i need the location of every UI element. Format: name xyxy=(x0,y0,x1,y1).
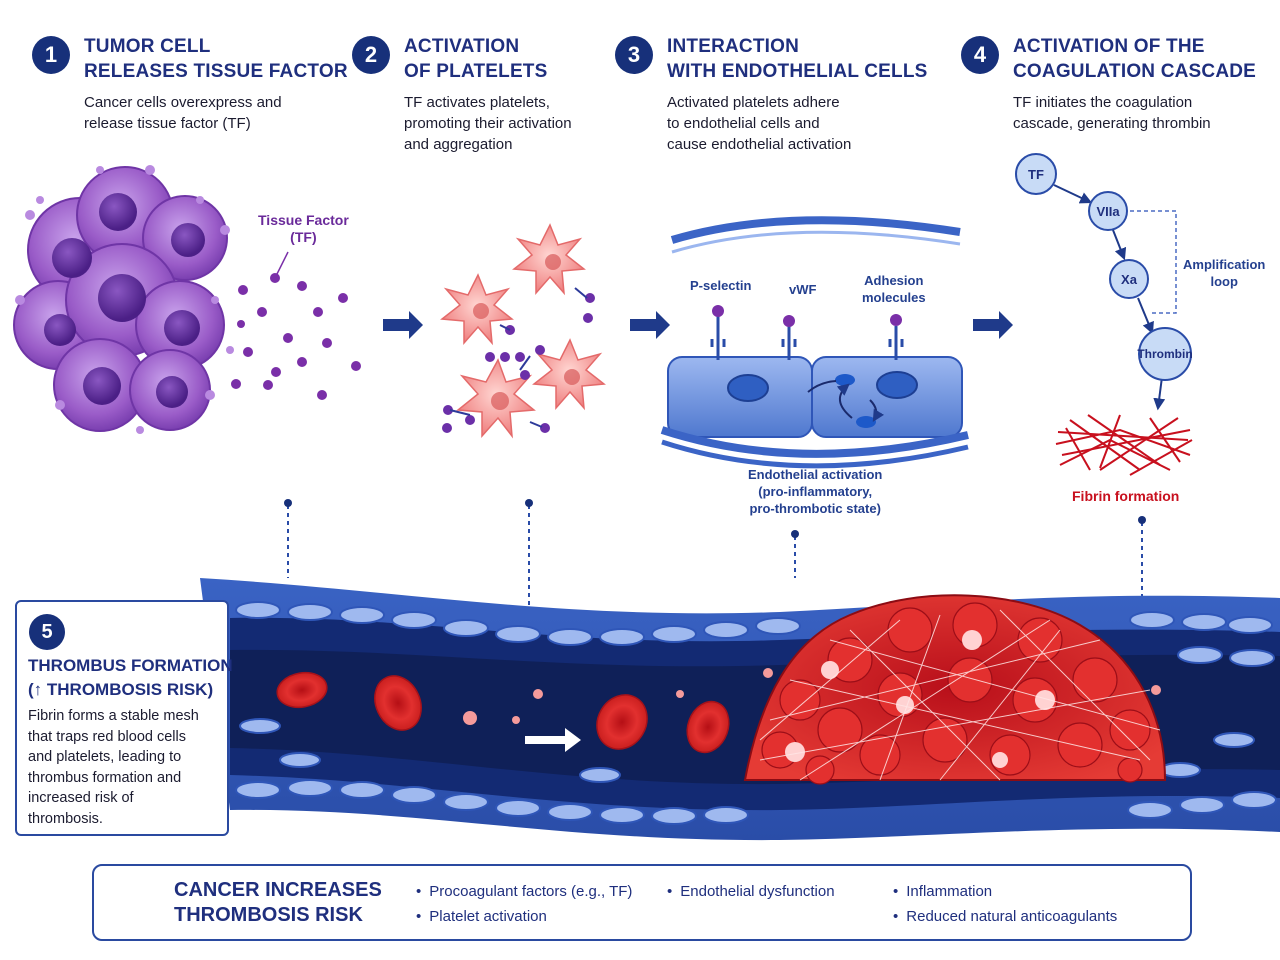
summary-bullet: Inflammation xyxy=(893,883,992,900)
step-description: TF activates platelets, promoting their … xyxy=(404,94,572,153)
step-5-panel: 5 THROMBUS FORMATION (↑ THROMBOSIS RISK)… xyxy=(15,600,233,836)
endothelial-activation-label: Endothelial activation (pro-inflammatory… xyxy=(748,467,883,516)
summary-bullet: Platelet activation xyxy=(416,908,547,925)
step-title: ACTIVATION OF PLATELETS xyxy=(404,36,548,82)
step-number: 3 xyxy=(615,36,653,74)
arrow-right-icon xyxy=(525,728,581,752)
vwf-label: vWF xyxy=(789,282,817,297)
activated-platelets xyxy=(440,223,606,439)
step-number: 5 xyxy=(29,614,65,650)
vessel-endothelial-cells xyxy=(235,601,1277,825)
endothelial-layer xyxy=(660,216,969,469)
arrow-right-icon xyxy=(630,311,670,339)
step-number: 1 xyxy=(32,36,70,74)
coagulation-cascade xyxy=(1015,153,1192,411)
summary-bullet: Procoagulant factors (e.g., TF) xyxy=(416,883,632,900)
cascade-node-viia: VIIa xyxy=(1096,204,1120,219)
red-blood-cells xyxy=(276,671,730,754)
cascade-node-xa: Xa xyxy=(1121,272,1137,287)
summary-title: CANCER INCREASES THROMBOSIS RISK xyxy=(174,879,382,926)
step-description: TF initiates the coagulation cascade, ge… xyxy=(1013,94,1211,132)
p-selectin-label: P-selectin xyxy=(690,278,752,293)
summary-panel: CANCER INCREASES THROMBOSIS RISK Procoag… xyxy=(92,864,1192,941)
tissue-factor-particles xyxy=(231,273,361,400)
step-number: 4 xyxy=(961,36,999,74)
small-platelets xyxy=(463,668,1161,725)
cascade-node-thrombin: Thrombin xyxy=(1137,347,1193,361)
cascade-node-tf: TF xyxy=(1028,167,1044,182)
arrow-right-icon xyxy=(383,311,423,339)
arrow-right-icon xyxy=(973,311,1013,339)
adhesion-receptors xyxy=(710,305,904,360)
step-description: Fibrin forms a stable mesh that traps re… xyxy=(28,708,199,827)
step-number: 2 xyxy=(352,36,390,74)
step-description: Cancer cells overexpress and release tis… xyxy=(84,94,282,132)
summary-bullet: Endothelial dysfunction xyxy=(667,883,834,900)
step-title: THROMBUS FORMATION (↑ THROMBOSIS RISK) xyxy=(28,656,233,699)
tissue-factor-label: Tissue Factor (TF) xyxy=(258,212,349,245)
step-title: ACTIVATION OF THE COAGULATION CASCADE xyxy=(1013,36,1257,82)
summary-bullet: Reduced natural anticoagulants xyxy=(893,908,1117,925)
adhesion-molecules-label: Adhesion molecules xyxy=(862,273,926,305)
step-description: Activated platelets adhere to endothelia… xyxy=(667,94,852,153)
fibrin-mesh xyxy=(1055,414,1193,476)
connector-lines xyxy=(284,499,1146,610)
thrombus xyxy=(743,594,1167,785)
fibrin-formation-label: Fibrin formation xyxy=(1072,488,1180,504)
step-title: INTERACTION WITH ENDOTHELIAL CELLS xyxy=(667,36,928,82)
step-title: TUMOR CELL RELEASES TISSUE FACTOR xyxy=(84,36,348,82)
tumor-cell-cluster xyxy=(13,165,234,434)
amplification-loop-label: Amplification loop xyxy=(1183,257,1266,289)
